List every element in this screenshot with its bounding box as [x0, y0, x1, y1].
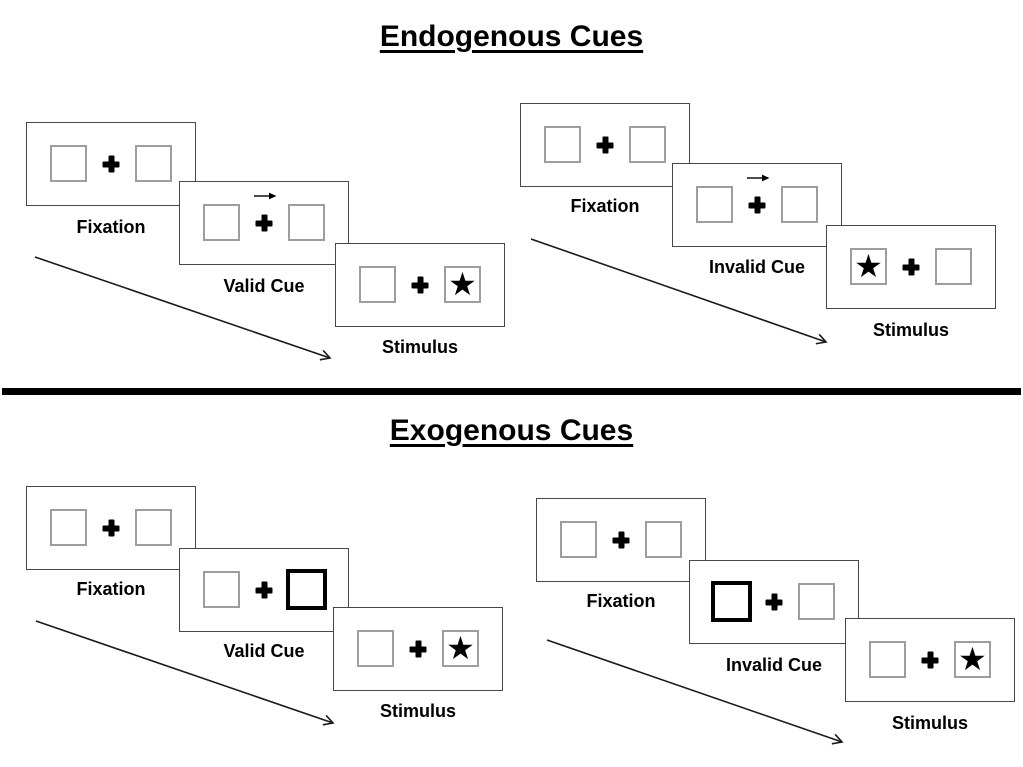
stimulus-panel: ★	[826, 225, 996, 309]
fixation-panel	[26, 122, 196, 206]
exogenous-cue-box-right	[286, 569, 327, 610]
fixation-cross-icon	[765, 593, 783, 611]
fixation-cross-icon	[409, 640, 427, 658]
cue-panel	[179, 181, 349, 265]
target-box-right: ★	[954, 641, 991, 678]
fixation-cross-icon	[255, 581, 273, 599]
target-box-right: ★	[444, 266, 481, 303]
star-icon: ★	[448, 265, 477, 302]
fixation-panel	[26, 486, 196, 570]
fixation-cross-icon	[902, 258, 920, 276]
placeholder-box-right	[935, 248, 972, 285]
panel-label-stimulus: Stimulus	[379, 701, 456, 721]
cue-panel	[179, 548, 349, 632]
placeholder-box-left	[696, 186, 733, 223]
fixation-cross-icon	[102, 519, 120, 537]
placeholder-box-right	[629, 126, 666, 163]
time-arrow	[34, 256, 332, 361]
placeholder-box-left	[357, 630, 394, 667]
target-box-left: ★	[850, 248, 887, 285]
fixation-cross-icon	[102, 155, 120, 173]
panel-label-invalid-cue: Invalid Cue	[725, 655, 823, 675]
placeholder-box-left	[203, 204, 240, 241]
star-icon: ★	[446, 629, 475, 666]
stimulus-panel: ★	[845, 618, 1015, 702]
placeholder-box-right	[781, 186, 818, 223]
target-box-right: ★	[442, 630, 479, 667]
stimulus-panel: ★	[333, 607, 503, 691]
time-arrow	[546, 639, 844, 745]
panel-label-invalid-cue: Invalid Cue	[708, 257, 806, 277]
stimulus-panel: ★	[335, 243, 505, 327]
fixation-cross-icon	[596, 136, 614, 154]
placeholder-box-right	[135, 509, 172, 546]
placeholder-box-left	[359, 266, 396, 303]
panel-label-fixation: Fixation	[570, 196, 640, 216]
fixation-cross-icon	[411, 276, 429, 294]
panel-label-fixation: Fixation	[76, 217, 146, 237]
placeholder-box-left	[50, 509, 87, 546]
placeholder-box-left	[50, 145, 87, 182]
star-icon: ★	[854, 247, 883, 284]
panel-label-stimulus: Stimulus	[891, 713, 968, 733]
star-icon: ★	[958, 640, 987, 677]
panel-label-stimulus: Stimulus	[381, 337, 458, 357]
cue-arrow-right-icon	[254, 192, 277, 200]
placeholder-box-right	[645, 521, 682, 558]
fixation-panel	[536, 498, 706, 582]
cue-arrow-right-icon	[747, 174, 770, 182]
placeholder-box-right	[798, 583, 835, 620]
section-title-exogenous: Exogenous Cues	[389, 414, 634, 447]
placeholder-box-left	[560, 521, 597, 558]
cue-panel	[689, 560, 859, 644]
placeholder-box-left	[544, 126, 581, 163]
section-divider	[2, 388, 1021, 395]
fixation-cross-icon	[748, 196, 766, 214]
time-arrow	[530, 238, 828, 345]
panel-label-fixation: Fixation	[76, 579, 146, 599]
panel-label-valid-cue: Valid Cue	[223, 641, 305, 661]
panel-label-fixation: Fixation	[586, 591, 656, 611]
placeholder-box-left	[869, 641, 906, 678]
section-title-endogenous: Endogenous Cues	[379, 20, 644, 53]
cue-panel	[672, 163, 842, 247]
fixation-cross-icon	[921, 651, 939, 669]
panel-label-valid-cue: Valid Cue	[223, 276, 305, 296]
placeholder-box-left	[203, 571, 240, 608]
panel-label-stimulus: Stimulus	[872, 320, 949, 340]
fixation-cross-icon	[612, 531, 630, 549]
placeholder-box-right	[135, 145, 172, 182]
fixation-cross-icon	[255, 214, 273, 232]
placeholder-box-right	[288, 204, 325, 241]
fixation-panel	[520, 103, 690, 187]
exogenous-cue-box-left	[711, 581, 752, 622]
time-arrow	[35, 620, 335, 726]
